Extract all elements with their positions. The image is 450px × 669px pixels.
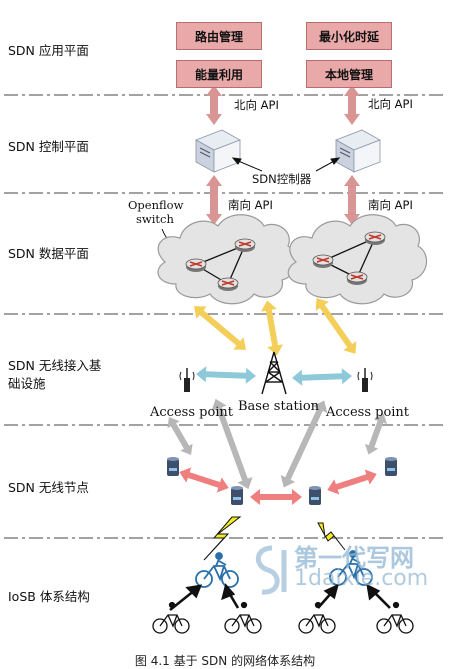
lightning-left-icon	[203, 516, 242, 561]
sensor-nodes	[167, 457, 397, 505]
sensor-node-icon	[309, 486, 321, 505]
router-icon	[364, 231, 386, 245]
access-point-left-label: Access point	[150, 405, 234, 420]
cyclist-icon	[152, 601, 190, 634]
cyclist-icon	[224, 601, 262, 634]
gray-arrows	[167, 398, 388, 490]
router-icon	[185, 258, 207, 272]
blue-arrows	[196, 366, 352, 386]
router-icon	[346, 271, 368, 285]
south-arrow-left	[206, 175, 222, 225]
south-api-left-label: 南向 API	[228, 198, 273, 212]
cloud-right	[287, 214, 428, 305]
controller-pointers	[231, 157, 341, 172]
blue-arrow-right	[292, 368, 352, 386]
sensor-node-icon	[385, 457, 397, 476]
watermark-text-domain: 1daixie.com	[294, 566, 429, 591]
layer-label-access-line2: 础设施	[8, 376, 46, 391]
north-arrow-right	[344, 85, 360, 125]
layer-label-iosb: IoSB 体系结构	[8, 589, 90, 604]
red-arrow-1	[179, 467, 229, 493]
routers	[185, 231, 386, 291]
lightning-right-icon	[317, 522, 346, 551]
bicycle-blue-right-icon	[329, 550, 373, 586]
sensor-node-icon	[231, 486, 243, 505]
app-min-latency: 最小化时延	[306, 22, 392, 50]
router-icon	[312, 254, 334, 268]
figure-caption: 图 4.1 基于 SDN 的网络体系结构	[134, 654, 316, 668]
cyclist-icon	[298, 601, 336, 634]
app-energy-utilization: 能量利用	[176, 60, 262, 88]
watermark-logo	[255, 545, 287, 595]
bicycle-blue-left-icon	[195, 552, 239, 588]
blue-arrow-left	[196, 366, 256, 384]
base-station-label: Base station	[238, 399, 320, 414]
red-arrows	[179, 467, 377, 505]
router-icon	[217, 277, 239, 291]
yellow-arrow-left	[193, 306, 247, 350]
south-arrow-right	[344, 175, 360, 225]
access-point-right-icon	[357, 368, 373, 392]
red-arrow-2	[250, 489, 302, 505]
south-api-right-label: 南向 API	[368, 198, 413, 212]
cyclists	[152, 601, 414, 634]
layer-label-data: SDN 数据平面	[8, 246, 89, 261]
gray-arrow-far-left	[167, 416, 193, 456]
access-point-left-icon	[179, 368, 195, 392]
base-station-icon	[261, 351, 287, 395]
lightning-bolts	[203, 516, 346, 561]
north-api-left-label: 北向 API	[234, 98, 279, 112]
yellow-arrow-center	[260, 300, 284, 356]
app-routing-management: 路由管理	[176, 22, 262, 50]
openflow-label-line1: Openflow	[128, 198, 184, 212]
app-local-management: 本地管理	[306, 60, 392, 88]
north-arrow-left	[206, 85, 222, 125]
controller-left-icon	[195, 129, 241, 173]
layer-label-application: SDN 应用平面	[8, 43, 89, 58]
controller-label: SDN控制器	[252, 172, 312, 186]
vertical-api-arrows	[206, 85, 360, 225]
cyclist-icon	[376, 601, 414, 634]
gray-arrow-mid-left	[211, 398, 253, 490]
watermark-text-cn: 第一代写网	[294, 544, 414, 572]
openflow-label-line2: switch	[136, 212, 174, 226]
layer-label-nodes: SDN 无线节点	[8, 480, 89, 495]
router-icon	[234, 238, 256, 252]
controller-right-icon	[335, 129, 381, 173]
sensor-node-icon	[167, 457, 179, 476]
layer-label-access-line1: SDN 无线接入基	[8, 358, 102, 373]
access-point-right-label: Access point	[326, 405, 410, 420]
yellow-arrow-right	[315, 298, 357, 354]
red-arrow-3	[327, 469, 377, 495]
gray-arrow-far-right	[364, 413, 388, 455]
north-api-right-label: 北向 API	[368, 97, 413, 111]
yellow-arrows	[193, 298, 357, 356]
layer-label-control: SDN 控制平面	[8, 139, 89, 154]
gray-arrow-mid-right	[280, 400, 328, 488]
